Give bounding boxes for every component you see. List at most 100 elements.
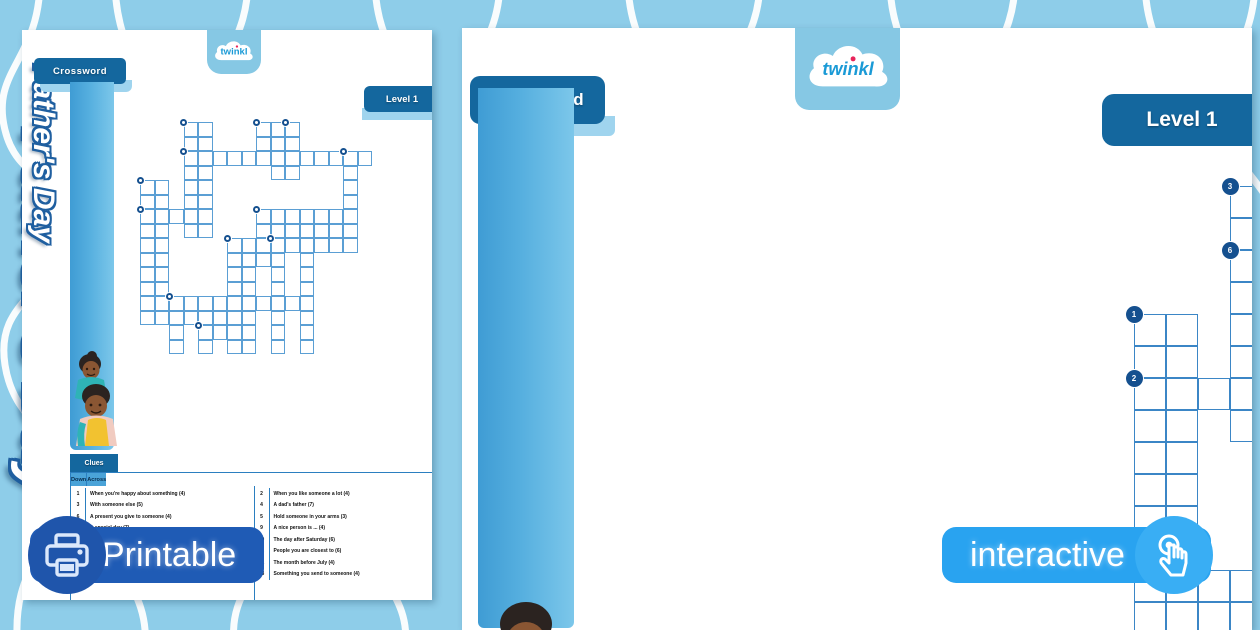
crossword-cell	[256, 238, 271, 253]
resource-type-tab[interactable]: Crossword	[34, 58, 126, 84]
crossword-clue-number	[252, 205, 260, 213]
crossword-cell	[285, 238, 300, 253]
crossword-cell[interactable]	[1230, 314, 1252, 346]
crossword-cell	[270, 122, 285, 137]
level-tab[interactable]: Level 1	[364, 86, 432, 112]
crossword-clue-number: 1	[1125, 305, 1143, 323]
crossword-cell	[270, 267, 285, 282]
crossword-cell	[328, 223, 343, 238]
crossword-cell[interactable]	[1230, 346, 1252, 378]
crossword-cell	[140, 194, 155, 209]
crossword-cell[interactable]	[1166, 474, 1198, 506]
crossword-cell	[299, 310, 314, 325]
crossword-cell[interactable]	[1134, 602, 1166, 630]
crossword-cell[interactable]	[1166, 442, 1198, 474]
crossword-cell	[256, 122, 271, 137]
crossword-cell	[241, 339, 256, 354]
crossword-cell	[154, 281, 169, 296]
crossword-cell	[241, 296, 256, 311]
crossword-cell[interactable]	[1230, 250, 1252, 282]
crossword-cell[interactable]	[1230, 378, 1252, 410]
crossword-cell	[183, 165, 198, 180]
crossword-cell	[241, 267, 256, 282]
crossword-cell[interactable]	[1230, 570, 1252, 602]
crossword-cell[interactable]	[1230, 410, 1252, 442]
crossword-cell	[299, 223, 314, 238]
crossword-cell	[241, 238, 256, 253]
clues-table-header: Down Across	[71, 473, 432, 486]
crossword-cell	[314, 151, 329, 166]
twinkl-logo-tab-large[interactable]: twinkl	[795, 28, 900, 110]
crossword-cell	[183, 296, 198, 311]
crossword-cell[interactable]	[1166, 314, 1198, 346]
crossword-cell	[169, 325, 184, 340]
crossword-cell[interactable]	[1198, 378, 1230, 410]
crossword-cell	[198, 223, 213, 238]
twinkl-wordmark: twinkl	[822, 59, 874, 79]
crossword-cell	[154, 209, 169, 224]
crossword-cell[interactable]	[1134, 474, 1166, 506]
crossword-cell[interactable]	[1134, 346, 1166, 378]
clue-number: 4	[260, 502, 263, 509]
crossword-cell	[343, 165, 358, 180]
crossword-cell[interactable]	[1230, 282, 1252, 314]
crossword-cell	[154, 223, 169, 238]
crossword-cell[interactable]	[1198, 602, 1230, 630]
crossword-cell	[285, 151, 300, 166]
crossword-cell	[140, 180, 155, 195]
crossword-cell	[285, 209, 300, 224]
printable-badge[interactable]: Printable	[28, 516, 265, 594]
crossword-cell	[140, 223, 155, 238]
crossword-cell	[270, 223, 285, 238]
crossword-cell	[299, 267, 314, 282]
crossword-cell[interactable]	[1134, 410, 1166, 442]
crossword-cell	[169, 339, 184, 354]
clue-text: A dad's father (7)	[268, 499, 433, 511]
crossword-cell	[270, 209, 285, 224]
twinkl-dot-icon	[850, 56, 856, 62]
crossword-cell	[256, 136, 271, 151]
crossword-cell[interactable]	[1166, 410, 1198, 442]
crossword-cell	[256, 151, 271, 166]
crossword-clue-number	[281, 118, 289, 126]
crossword-clue-number	[223, 234, 231, 242]
crossword-cell	[299, 238, 314, 253]
crossword-cell	[154, 180, 169, 195]
crossword-cell	[183, 223, 198, 238]
clue-text: The month before July (4)	[268, 557, 433, 569]
crossword-cell[interactable]	[1230, 186, 1252, 218]
clue-number: 2	[260, 490, 263, 497]
crossword-clue-number	[136, 176, 144, 184]
crossword-cell	[256, 223, 271, 238]
clue-text: Something you send to someone (4)	[268, 568, 433, 580]
crossword-cell	[256, 209, 271, 224]
twinkl-logo-tab[interactable]: twinkl	[207, 30, 261, 74]
crossword-cell	[343, 209, 358, 224]
crossword-cell	[154, 310, 169, 325]
printable-worksheet-card[interactable]: twinkl Crossword Level 1 Father's Day Cl…	[22, 30, 432, 600]
crossword-cell	[241, 151, 256, 166]
crossword-cell[interactable]	[1134, 442, 1166, 474]
crossword-cell	[227, 238, 242, 253]
crossword-cell[interactable]	[1166, 602, 1198, 630]
twinkl-wordmark: twinkl	[221, 47, 248, 58]
level-tab[interactable]: Level 1	[1102, 94, 1252, 146]
crossword-cell[interactable]	[1230, 218, 1252, 250]
crossword-cell	[154, 238, 169, 253]
crossword-cell	[183, 310, 198, 325]
crossword-cell	[328, 238, 343, 253]
crossword-cell	[285, 136, 300, 151]
crossword-cell	[169, 310, 184, 325]
interactive-badge[interactable]: interactive	[942, 516, 1213, 594]
crossword-cell[interactable]	[1230, 602, 1252, 630]
crossword-cell[interactable]	[1166, 378, 1198, 410]
clue-text: Hold someone in your arms (3)	[268, 511, 433, 523]
crossword-cell[interactable]	[1166, 346, 1198, 378]
crossword-cell	[198, 325, 213, 340]
crossword-clue-number	[339, 147, 347, 155]
tap-hand-icon-circle	[1134, 516, 1213, 594]
clue-row: 4 A dad's father (7)	[255, 499, 433, 511]
